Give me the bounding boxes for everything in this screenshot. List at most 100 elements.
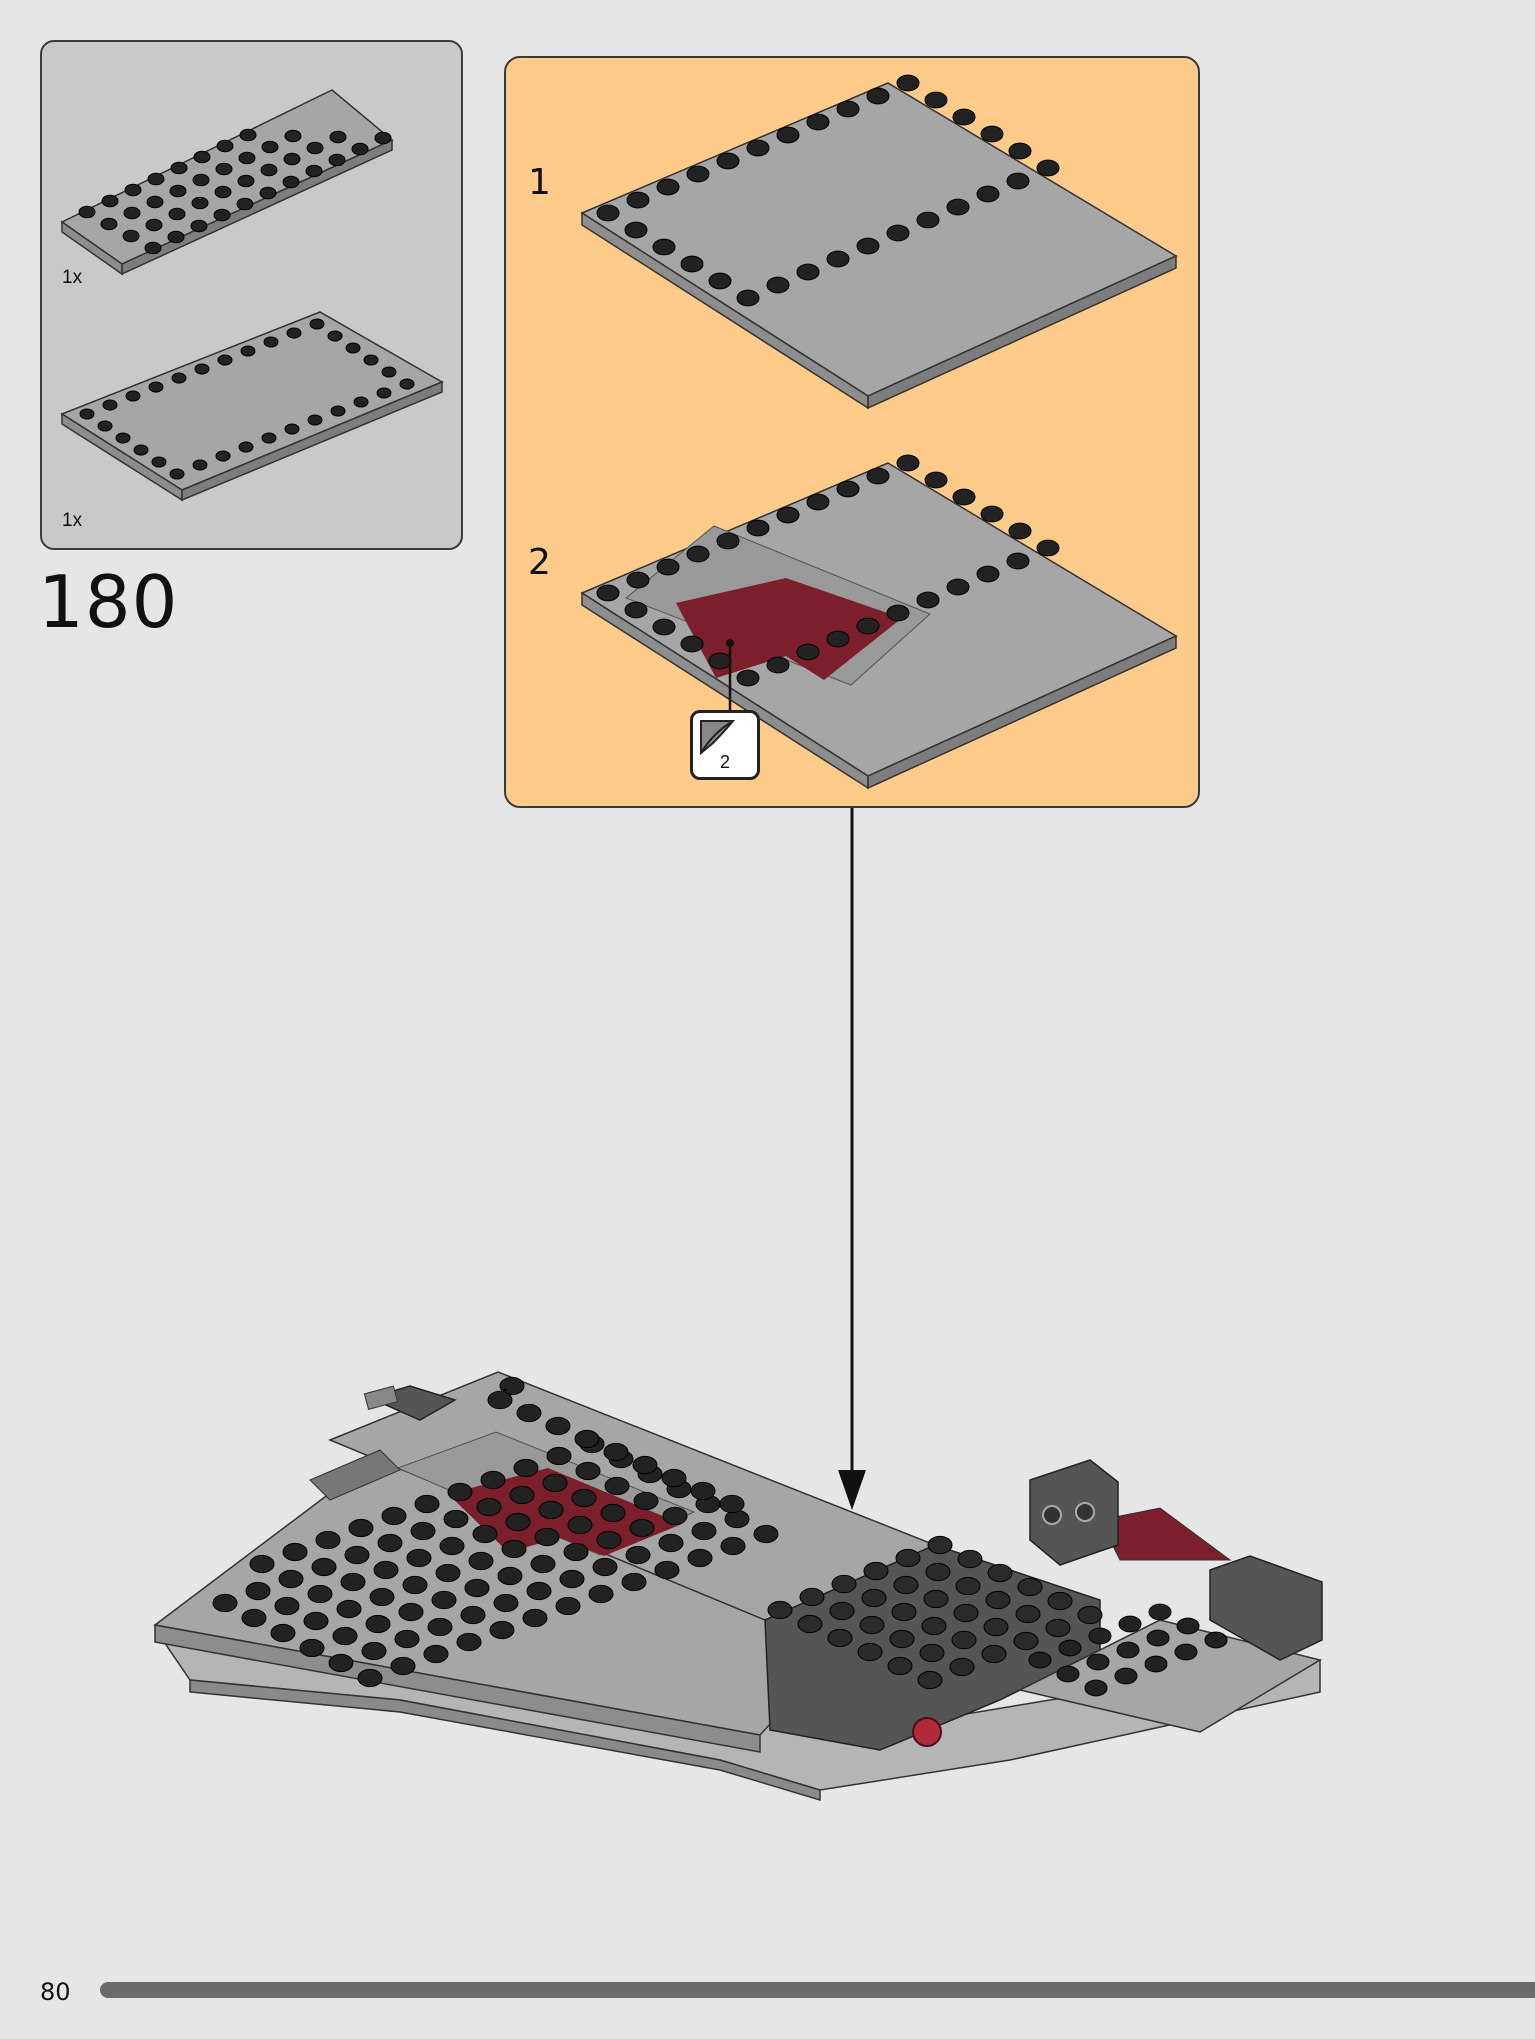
stud (238, 441, 254, 453)
stud (522, 1608, 548, 1628)
stud (146, 195, 164, 209)
stud (980, 125, 1004, 143)
stud (708, 272, 732, 290)
stud (193, 150, 211, 164)
stud (1148, 1603, 1172, 1621)
part-quantity: 1x (62, 510, 83, 531)
stud (240, 345, 256, 357)
stud (122, 229, 140, 243)
stud (563, 1542, 589, 1562)
stud (102, 399, 118, 411)
sticker-red-stripe (676, 578, 902, 680)
stud (493, 1593, 519, 1613)
stud (538, 1500, 564, 1520)
stud (369, 1587, 395, 1607)
stud (260, 163, 278, 177)
stud (588, 1584, 614, 1604)
stud (690, 1481, 716, 1501)
stud (377, 1533, 403, 1553)
stud (976, 565, 1000, 583)
stud (893, 1575, 919, 1595)
stud (303, 1611, 329, 1631)
stud (753, 1524, 779, 1544)
stud (148, 381, 164, 393)
stud (736, 669, 760, 687)
stud (402, 1575, 428, 1595)
stud (545, 1416, 571, 1436)
stud (503, 1388, 507, 1392)
stud (797, 1614, 823, 1634)
stud (311, 1557, 337, 1577)
stud (953, 1603, 979, 1623)
stud (716, 532, 740, 550)
stud (456, 1632, 482, 1652)
stud (767, 1600, 793, 1620)
stud (373, 1560, 399, 1580)
model-top-plate (328, 1371, 937, 1621)
stud (460, 1605, 486, 1625)
stud (983, 1617, 1009, 1637)
stud (927, 1535, 953, 1555)
stud (896, 454, 920, 472)
stud (259, 186, 277, 200)
stud (530, 1554, 556, 1574)
stud (464, 1578, 490, 1598)
stud (1058, 1639, 1082, 1657)
stud (746, 139, 770, 157)
stud (919, 1643, 945, 1663)
stud (680, 255, 704, 273)
stud (115, 432, 131, 444)
stud (236, 197, 254, 211)
stud (632, 1455, 658, 1475)
stud (1028, 1651, 1052, 1669)
stud (79, 408, 95, 420)
stud (686, 165, 710, 183)
stud (423, 1644, 449, 1664)
stud (546, 1446, 572, 1466)
stud (806, 113, 830, 131)
stud (952, 108, 976, 126)
model-rear-detail (309, 1385, 457, 1501)
stud (381, 366, 397, 378)
stud (857, 1642, 883, 1662)
stud (555, 1596, 581, 1616)
stud (1047, 1591, 1073, 1611)
stud (78, 205, 96, 219)
stud (410, 1521, 436, 1541)
stud (923, 1589, 949, 1609)
stud (856, 237, 880, 255)
stud (861, 1588, 887, 1608)
stud (472, 1524, 498, 1544)
sticker-number: 2 (719, 752, 730, 772)
stud (348, 1518, 374, 1538)
stud (171, 372, 187, 384)
stud (1006, 172, 1030, 190)
red-stud (912, 1717, 942, 1747)
stud (799, 1587, 825, 1607)
stud (439, 1536, 465, 1556)
stud (925, 1562, 951, 1582)
stud (169, 468, 185, 480)
stud (169, 184, 187, 198)
stud (952, 488, 976, 506)
stud (949, 1657, 975, 1677)
stud (776, 126, 800, 144)
page-number: 80 (40, 1978, 71, 2006)
stud (489, 1620, 515, 1640)
stud (567, 1515, 593, 1535)
wedge-plate-part (60, 89, 394, 276)
stud (365, 1614, 391, 1634)
stud (1017, 1577, 1043, 1597)
stud (376, 387, 392, 399)
stud (332, 1626, 358, 1646)
stud (167, 230, 185, 244)
stud (414, 1494, 440, 1514)
step-number: 180 (38, 560, 179, 644)
stud (917, 1670, 943, 1690)
sticker-icon (700, 720, 736, 756)
stud (286, 327, 302, 339)
stud (100, 217, 118, 231)
stud (625, 1545, 651, 1565)
stud (435, 1563, 461, 1583)
